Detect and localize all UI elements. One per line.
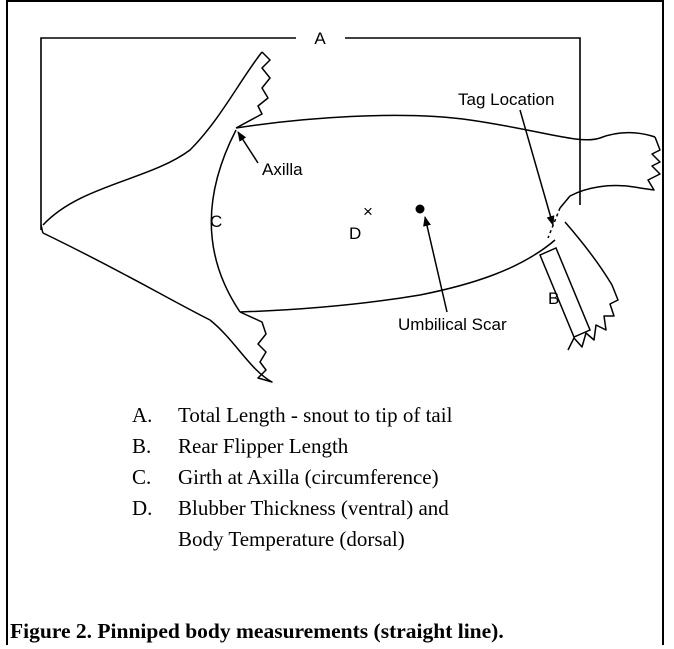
label-b: B [548, 289, 559, 308]
label-axilla: Axilla [262, 160, 303, 179]
legend: A. Total Length - snout to tip of tail B… [132, 400, 632, 555]
blubber-point-x: × [363, 202, 373, 221]
legend-text: Body Temperature (dorsal) [178, 524, 405, 555]
legend-key: A. [132, 400, 178, 431]
legend-item-a: A. Total Length - snout to tip of tail [132, 400, 632, 431]
pinniped-diagram: × A Axilla C D Tag Location Umbilical Sc… [0, 0, 674, 400]
figure-caption: Figure 2. Pinniped body measurements (st… [10, 619, 670, 644]
umbilical-arrow [425, 217, 447, 312]
legend-text: Rear Flipper Length [178, 431, 348, 462]
legend-item-d-continued: Body Temperature (dorsal) [132, 524, 632, 555]
seal-body [41, 52, 660, 382]
legend-item-d: D. Blubber Thickness (ventral) and [132, 493, 632, 524]
label-umbilical-scar: Umbilical Scar [398, 315, 507, 334]
legend-key: B. [132, 431, 178, 462]
axilla-arrow [238, 132, 258, 163]
legend-text: Blubber Thickness (ventral) and [178, 493, 449, 524]
legend-item-b: B. Rear Flipper Length [132, 431, 632, 462]
legend-text: Girth at Axilla (circumference) [178, 462, 439, 493]
label-c: C [210, 212, 222, 231]
label-tag-location: Tag Location [458, 90, 554, 109]
legend-item-c: C. Girth at Axilla (circumference) [132, 462, 632, 493]
legend-text: Total Length - snout to tip of tail [178, 400, 452, 431]
label-d: D [349, 224, 361, 243]
umbilical-scar-dot [416, 205, 425, 214]
total-length-bracket [41, 38, 580, 230]
tag-location-arrow [520, 110, 553, 225]
legend-key: C. [132, 462, 178, 493]
label-a: A [314, 29, 326, 48]
legend-key: D. [132, 493, 178, 524]
